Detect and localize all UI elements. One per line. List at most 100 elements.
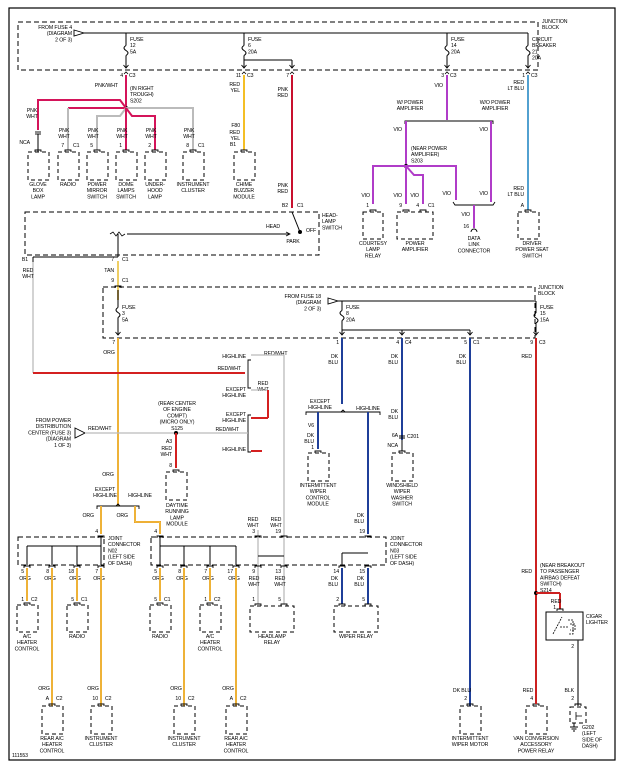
mid-fuse-label: FUSE [122,305,136,311]
n03-pin: 9 [252,569,255,575]
mid-junction-label: BLOCK [538,291,556,297]
load-name: WINDSHIELD [386,483,418,489]
dlc-pin-icon [470,228,478,233]
red-label: RED [521,569,532,575]
hs-pin: B2 [282,203,288,209]
load-name: HEATER [200,640,220,646]
load-name: WIPER [394,489,411,495]
mid-pin-conn: C3 [539,340,546,346]
branch-cluster [126,107,194,150]
chime-name: MODULE [233,194,255,200]
pdc-wire-label: RED/WHT [88,426,112,432]
load-pin-conn: C2 [56,696,63,702]
load-name: RADIO [69,634,85,640]
mid-junction-label: JUNCTION [538,285,564,291]
red-label: RED [521,354,532,360]
tan-label: TAN [104,268,114,274]
switch-blade [291,211,301,233]
org-highline-stripe [134,506,161,534]
s214-label: (NEAR BREAKOUT [540,563,586,569]
n03-in-pin-icon [254,535,262,538]
v6-label: V6 [308,423,314,429]
load-pin-icon [73,602,81,605]
joint-connector-n03 [150,536,387,566]
org-label: ORG [69,576,81,582]
except-highline-label: HIGHLINE [222,393,246,399]
load-wire-label: PNK [117,128,128,134]
org-label: ORG [19,576,31,582]
drl-pin: 8 [169,463,172,469]
load-pin: 16 [463,224,469,230]
bottom-load-4 [459,705,482,735]
seat-wire-label: RED [513,80,524,86]
load-pin-icon [338,603,346,606]
load-wire-label: WHT [145,134,157,140]
source-arrow-icon [73,29,86,37]
vio-label: VIO [361,193,370,199]
top-fuse-label-2: 20A [451,49,461,55]
top-fuse-0-fuse-icon [123,45,129,56]
org-label: ORG [82,513,94,519]
n03-pin: 14 [333,569,339,575]
top-fuse-label-3: 20A [532,56,542,62]
mid-fuse-label: 3 [122,311,125,317]
mid-fuse-label: 20A [346,317,356,323]
load-pin: A [230,696,234,702]
dkblu-label: DK [391,354,399,360]
diagram-frame [8,7,616,761]
source-arrow-icon [327,297,340,305]
load-pin: 5 [90,143,93,149]
top-fuse-label-0: FUSE [130,37,144,43]
red-wht-label: RED [248,517,259,523]
except-highline-label: HIGHLINE [93,493,117,499]
amp-branch-right: AMPLIFIER [482,106,509,112]
top-pin: 11 [236,73,241,79]
dkblu-label: BLU [328,582,338,588]
pdc-source-label: (DIAGRAM [46,437,71,443]
org-label: ORG [176,576,188,582]
load-name: POWER RELAY [518,748,555,754]
mid-pin: 9 [530,340,533,346]
driver-power-seat-switch [517,211,540,240]
cigar-out-pin: 2 [571,644,574,650]
n03-pin-icon [232,565,240,568]
load-name: RELAY [365,253,382,259]
chime-wire-label: RED [229,82,240,88]
mid-pin: 5 [464,340,467,346]
top-junction-block [17,21,539,71]
red-wht-label: WHT [22,274,34,280]
load-name: INTERMITTENT [300,483,338,489]
c201-label: C201 [407,434,419,440]
load-name: CONTROL [224,748,249,754]
mid-pin-conn: C1 [473,340,480,346]
dkblu-label: BLU [354,582,364,588]
top-fuse-label-0: 5A [130,49,137,55]
load-pin-conn: C1 [164,597,171,603]
load-wire-label: WHT [58,134,70,140]
load-pin-conn: C2 [214,597,221,603]
g202-label: SIDE OF [582,737,602,743]
vio-label: VIO [479,191,488,197]
n03-pin: 17 [227,569,233,575]
load-pin-icon [93,149,101,152]
bottom-load-5 [525,705,548,735]
load-pin-conn: C2 [105,696,112,702]
bottom-load-3 [225,705,248,735]
load-pin: 9 [399,203,402,209]
load-pin-icon [402,209,410,212]
seat-wire-label: LT BLU [507,86,524,92]
seat-wire-label: RED [513,186,524,192]
top-pin-icon [525,71,531,75]
dlc-brace [452,201,496,206]
load-pin: 1 [21,597,24,603]
top-source-label: FROM FUSE 4 [38,25,72,31]
dkblu-label: DK [357,513,365,519]
except-highline-label: EXCEPT [226,412,247,418]
top-fuse-label-3: CIRCUIT [532,37,553,43]
n03-pin: 8 [178,569,181,575]
org-label: ORG [44,576,56,582]
n03-pin-icon [364,565,372,568]
load-name: HEADLAMP [258,634,286,640]
amp-branch-right: W/O POWER [480,100,511,106]
load-wire-label: WHT [116,134,128,140]
